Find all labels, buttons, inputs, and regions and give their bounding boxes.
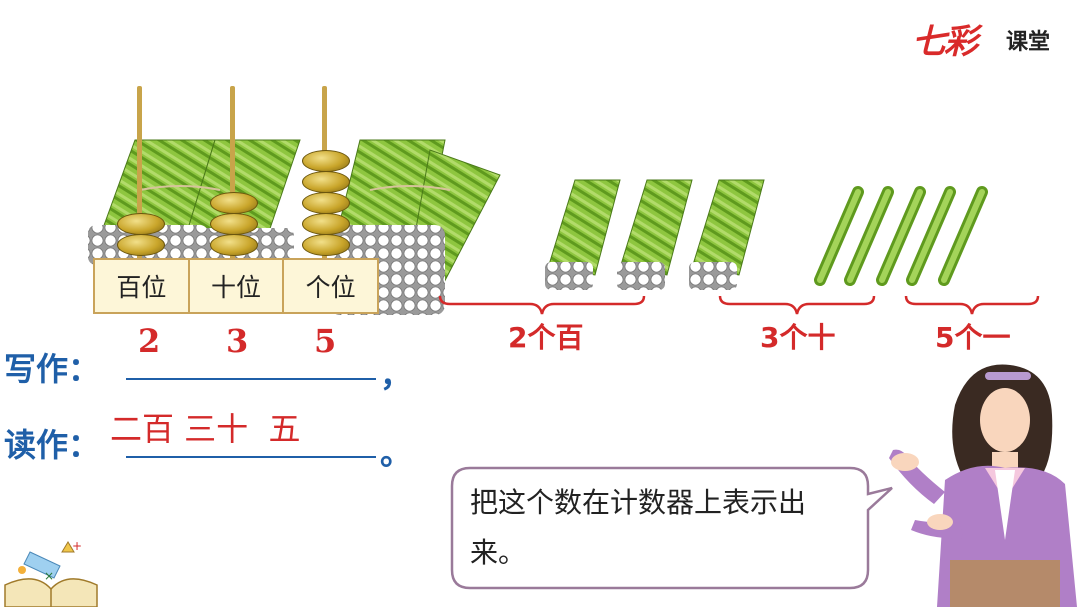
svg-text:×: × xyxy=(44,569,54,583)
book-decoration: × + xyxy=(5,539,97,607)
svg-text:+: + xyxy=(72,539,82,553)
speech-text: 把这个数在计数器上表示出来。 xyxy=(470,478,850,578)
teacher-illustration xyxy=(889,365,1077,607)
